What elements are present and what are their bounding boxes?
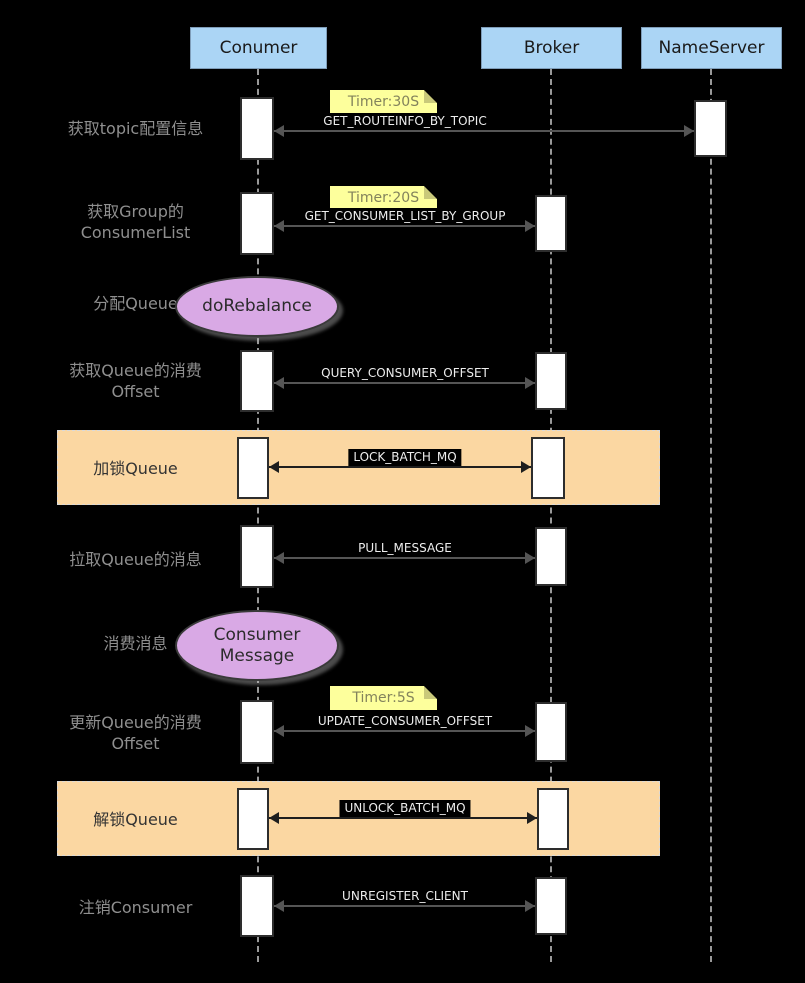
activation-broker-unregister xyxy=(535,877,567,935)
step-label-allocate-queue: 分配Queue xyxy=(93,294,178,313)
activation-broker-2 xyxy=(535,195,567,252)
lifeline-consumer xyxy=(257,69,259,962)
activation-consumer-unlock xyxy=(237,788,269,850)
message-label-unregister-client: UNREGISTER_CLIENT xyxy=(337,888,473,907)
step-label-line: Offset xyxy=(111,382,160,401)
step-label-consume-message: 消费消息 xyxy=(103,634,168,653)
activation-broker-4 xyxy=(535,352,567,410)
step-label-line: 更新Queue的消费 xyxy=(69,713,202,732)
message-arrow-lock-batch-mq xyxy=(269,461,531,473)
message-label-get-routeinfo: GET_ROUTEINFO_BY_TOPIC xyxy=(318,113,492,132)
activation-nameserver-1 xyxy=(694,100,727,157)
activation-broker-pull xyxy=(535,527,567,586)
message-arrow-pull-message xyxy=(274,552,535,564)
step-label-line: ConsumerList xyxy=(80,223,191,242)
activation-consumer-update xyxy=(240,700,274,764)
timer-note-20s: Timer:20S xyxy=(330,186,437,210)
activation-broker-unlock xyxy=(537,788,569,850)
lifeline-header-nameserver: NameServer xyxy=(641,27,782,69)
message-label-query-offset: QUERY_CONSUMER_OFFSET xyxy=(316,365,494,384)
timer-note-5s: Timer:5S xyxy=(330,686,437,710)
step-label-pull-message: 拉取Queue的消息 xyxy=(69,550,202,569)
step-label-line: 获取Group的 xyxy=(87,202,184,221)
step-label-unregister: 注销Consumer xyxy=(78,898,193,917)
message-label-update-offset: UPDATE_CONSUMER_OFFSET xyxy=(312,713,498,732)
step-label-get-offset: 获取Queue的消费 Offset xyxy=(38,360,233,402)
message-arrow-unlock-batch-mq xyxy=(269,812,537,824)
message-label-unlock-batch-mq: UNLOCK_BATCH_MQ xyxy=(339,800,471,819)
node-consumer-message: Consumer Message xyxy=(175,610,339,681)
step-label-get-consumer-list: 获取Group的 ConsumerList xyxy=(38,201,233,243)
message-arrow-get-consumer-list xyxy=(274,220,535,232)
message-arrow-update-offset xyxy=(274,725,535,737)
step-label-lock-queue: 加锁Queue xyxy=(93,459,178,478)
step-label-line: Offset xyxy=(111,734,160,753)
lifeline-header-consumer: Conumer xyxy=(190,27,327,69)
activation-consumer-lock xyxy=(237,437,269,499)
message-label-lock-batch-mq: LOCK_BATCH_MQ xyxy=(348,449,462,468)
node-consumer-message-line: Message xyxy=(219,645,295,666)
activation-broker-lock xyxy=(531,437,565,499)
step-label-update-offset: 更新Queue的消费 Offset xyxy=(38,712,233,754)
activation-consumer-1 xyxy=(240,97,274,160)
lifeline-nameserver xyxy=(710,69,712,962)
activation-consumer-pull xyxy=(240,525,274,588)
node-dorebalance: doRebalance xyxy=(175,276,339,337)
step-label-line: 获取Queue的消费 xyxy=(69,361,202,380)
message-arrow-get-routeinfo xyxy=(274,125,694,137)
message-arrow-unregister-client xyxy=(274,900,535,912)
message-label-get-consumer-list: GET_CONSUMER_LIST_BY_GROUP xyxy=(299,208,511,227)
step-label-get-topic-route: 获取topic配置信息 xyxy=(67,119,204,138)
step-label-unlock-queue: 解锁Queue xyxy=(93,810,178,829)
activation-consumer-4 xyxy=(240,350,274,412)
node-consumer-message-line: Consumer xyxy=(213,624,301,645)
activation-broker-update xyxy=(535,702,567,762)
lifeline-broker xyxy=(550,69,552,962)
lifeline-header-broker: Broker xyxy=(481,27,622,69)
timer-note-30s: Timer:30S xyxy=(330,90,437,114)
message-arrow-query-offset xyxy=(274,377,535,389)
message-label-pull-message: PULL_MESSAGE xyxy=(353,540,457,559)
activation-consumer-unregister xyxy=(240,875,274,937)
activation-consumer-2 xyxy=(240,192,274,255)
